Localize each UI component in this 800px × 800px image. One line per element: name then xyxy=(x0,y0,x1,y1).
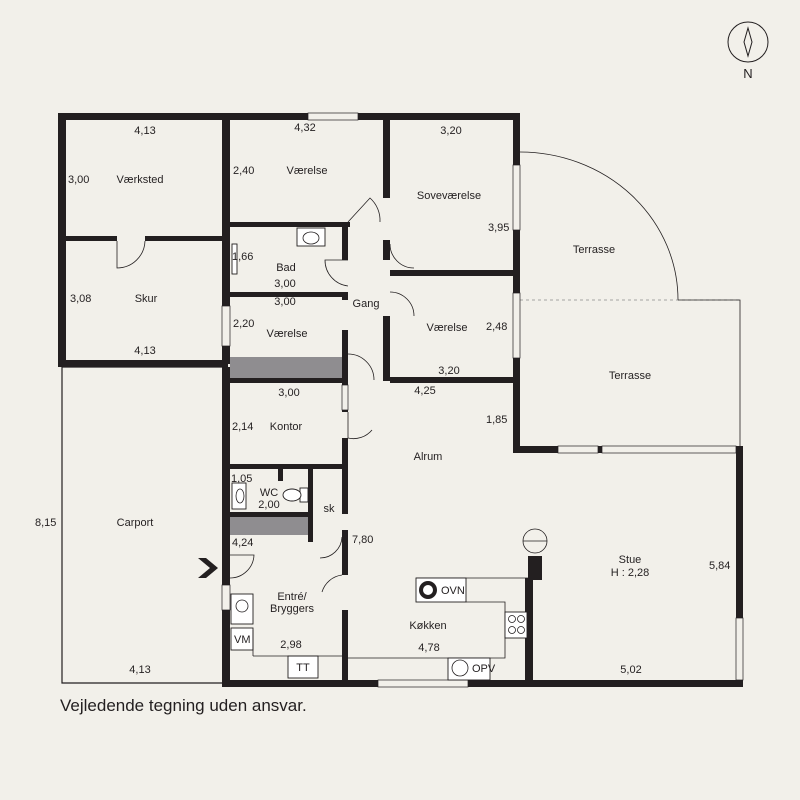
dim-label: 2,14 xyxy=(232,421,253,433)
room-sk: sk xyxy=(324,503,336,515)
room-entre-line2: Bryggers xyxy=(270,603,315,615)
door-swings xyxy=(116,197,415,593)
dim-label: 3,00 xyxy=(278,387,299,399)
dim-label: 2,98 xyxy=(280,639,301,651)
dim-label: 7,80 xyxy=(352,534,373,546)
dim-label: 4,13 xyxy=(129,664,150,676)
entrance-arrow-icon xyxy=(198,558,218,578)
room-stue-height: H : 2,28 xyxy=(611,567,650,579)
room-vaerelse-mid: Værelse xyxy=(427,322,468,334)
dim-label: 4,24 xyxy=(232,537,253,549)
compass-icon xyxy=(727,21,769,63)
dim-label: 4,13 xyxy=(134,125,155,137)
room-stue: Stue xyxy=(619,554,642,566)
dim-label: 3,20 xyxy=(440,125,461,137)
dim-label: 3,08 xyxy=(70,293,91,305)
dim-label: 4,13 xyxy=(134,345,155,357)
dim-label: 2,48 xyxy=(486,321,507,333)
dim-label: 1,66 xyxy=(232,251,253,263)
fixtures xyxy=(230,227,548,681)
dim-label: 2,20 xyxy=(233,318,254,330)
dim-label: 8,15 xyxy=(35,517,56,529)
dim-label: 3,20 xyxy=(438,365,459,377)
room-alrum: Alrum xyxy=(414,451,443,463)
room-vaerelse-top: Værelse xyxy=(287,165,328,177)
dimensions: 4,13 4,32 3,20 3,00 2,40 3,95 1,66 3,00 … xyxy=(35,122,730,676)
room-skur: Skur xyxy=(135,293,158,305)
exterior-walls xyxy=(58,113,743,687)
dim-label: 4,78 xyxy=(418,642,439,654)
dim-label: 5,84 xyxy=(709,560,730,572)
room-bad: Bad xyxy=(276,262,296,274)
windows xyxy=(221,112,744,688)
room-entre-line1: Entré/ xyxy=(277,591,307,603)
dim-label: 4,32 xyxy=(294,122,315,134)
disclaimer-text: Vejledende tegning uden ansvar. xyxy=(60,696,307,715)
room-terrasse-top: Terrasse xyxy=(573,244,615,256)
dim-label: 3,00 xyxy=(274,278,295,290)
room-vaerksted: Værksted xyxy=(116,174,163,186)
room-vaerelse-small: Værelse xyxy=(267,328,308,340)
room-carport: Carport xyxy=(117,517,154,529)
wardrobe xyxy=(230,357,342,378)
room-koekken: Køkken xyxy=(409,620,446,632)
compass-label: N xyxy=(743,66,752,81)
room-sovevaerelse: Soveværelse xyxy=(417,190,481,202)
dim-label: 3,00 xyxy=(68,174,89,186)
room-wc: WC xyxy=(260,487,278,499)
dim-label: 3,00 xyxy=(274,296,295,308)
dim-label: 2,00 xyxy=(258,499,279,511)
terrace-outline xyxy=(678,299,741,448)
fixture-tt: TT xyxy=(296,662,310,674)
fixture-ovn: OVN xyxy=(441,585,465,597)
wardrobe xyxy=(230,517,308,535)
dim-label: 3,95 xyxy=(488,222,509,234)
dim-label: 4,25 xyxy=(414,385,435,397)
room-terrasse-mid: Terrasse xyxy=(609,370,651,382)
dim-label: 2,40 xyxy=(233,165,254,177)
room-kontor: Kontor xyxy=(270,421,303,433)
fixture-opv: OPV xyxy=(472,663,496,675)
terrace-door-arc xyxy=(519,151,679,301)
dim-label: 1,05 xyxy=(231,473,252,485)
room-gang: Gang xyxy=(353,298,380,310)
dim-label: 1,85 xyxy=(486,414,507,426)
fixture-vm: VM xyxy=(234,634,251,646)
dim-label: 5,02 xyxy=(620,664,641,676)
